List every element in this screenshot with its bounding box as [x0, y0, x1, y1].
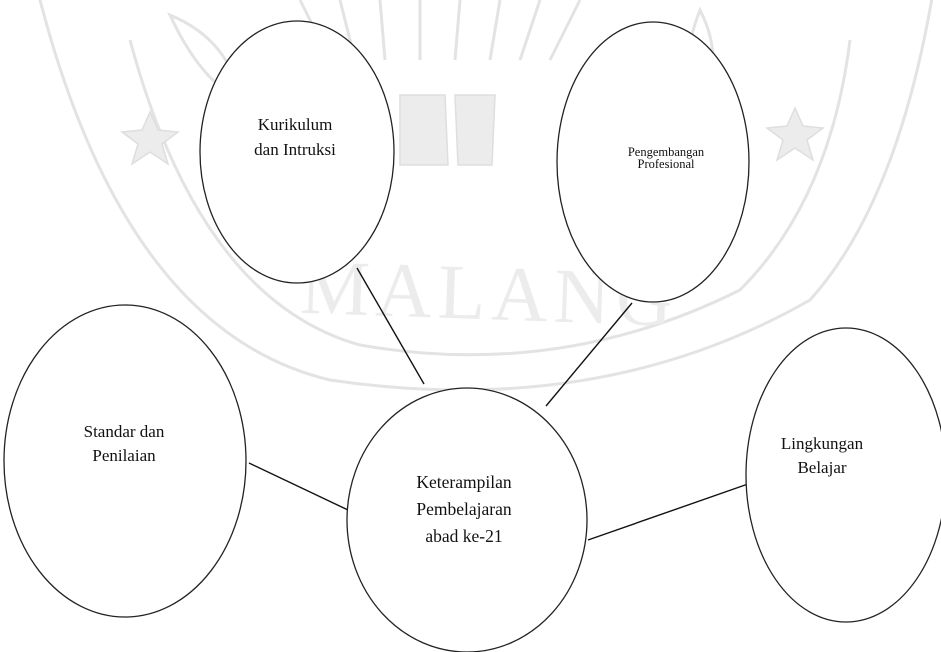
node-pengembangan: Pengembangan Profesional: [556, 21, 750, 303]
connector-pengembangan: [545, 302, 633, 407]
node-standar-label-line-1: Standar dan: [84, 422, 165, 441]
node-lingkungan-ellipse: [745, 327, 941, 623]
watermark-pillar: [399, 94, 449, 166]
node-lingkungan-label-line-2: Belajar: [797, 458, 846, 477]
node-center-label-line-3: abad ke-21: [425, 526, 502, 546]
node-center-ellipse: [346, 387, 588, 652]
node-standar-ellipse: [3, 304, 247, 618]
node-lingkungan-label-line-1: Lingkungan: [781, 434, 864, 453]
watermark-outer-arc: [38, 0, 934, 392]
node-pengembangan-label-line-2: Profesional: [638, 157, 695, 171]
node-standar-label-line-2: Penilaian: [92, 446, 156, 465]
node-kurikulum-label-line-1: Kurikulum: [258, 115, 333, 134]
node-lingkungan: Lingkungan Belajar: [745, 327, 941, 623]
watermark-pillar: [454, 94, 496, 166]
watermark-inner-arc: [128, 39, 852, 357]
connector-lingkungan: [587, 483, 749, 541]
node-pengembangan-ellipse: [556, 21, 750, 303]
node-kurikulum-ellipse: [199, 20, 395, 284]
node-center-label-line-2: Pembelajaran: [416, 499, 511, 519]
node-kurikulum: Kurikulum dan Intruksi: [199, 20, 395, 284]
watermark-star-icon: [120, 110, 180, 166]
node-standar: Standar dan Penilaian: [3, 304, 247, 618]
node-center: Keterampilan Pembelajaran abad ke-21: [346, 387, 588, 652]
node-center-label-line-1: Keterampilan: [416, 472, 511, 492]
connectors: [248, 267, 749, 541]
connector-standar: [248, 462, 349, 511]
watermark-star-icon: [765, 106, 825, 162]
connector-kurikulum: [356, 267, 425, 385]
node-kurikulum-label-line-2: dan Intruksi: [254, 140, 336, 159]
node-pengembangan-label-line-1: Pengembangan: [628, 145, 705, 159]
